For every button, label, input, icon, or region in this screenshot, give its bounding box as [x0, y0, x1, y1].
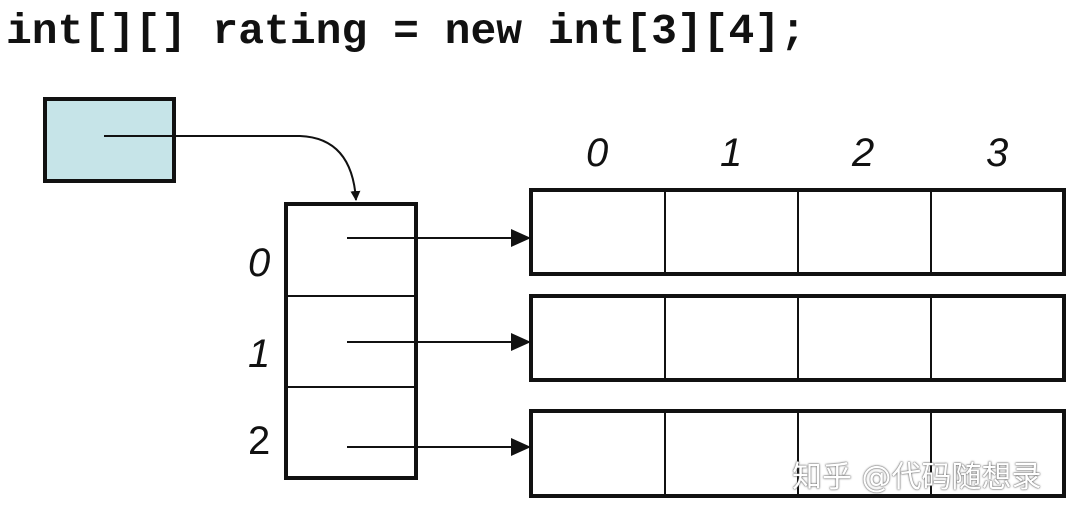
row-array-1: [529, 294, 1066, 382]
row-array-2: [529, 409, 1066, 498]
reference-pointer-arrow: [104, 135, 361, 201]
column-index-label: 1: [720, 131, 742, 175]
code-declaration: int[][] rating = new int[3][4];: [6, 7, 806, 56]
column-index-label: 2: [851, 131, 874, 175]
row-index-label: 0: [248, 241, 270, 285]
row-index-label: 1: [248, 332, 270, 376]
column-index-label: 3: [986, 131, 1008, 175]
row-array-0: [529, 188, 1066, 276]
column-index-label: 0: [586, 131, 608, 175]
watermark: 知乎 @代码随想录: [792, 460, 1042, 495]
reference-variable-box: [43, 97, 176, 183]
row-index-label: 2: [248, 419, 270, 463]
